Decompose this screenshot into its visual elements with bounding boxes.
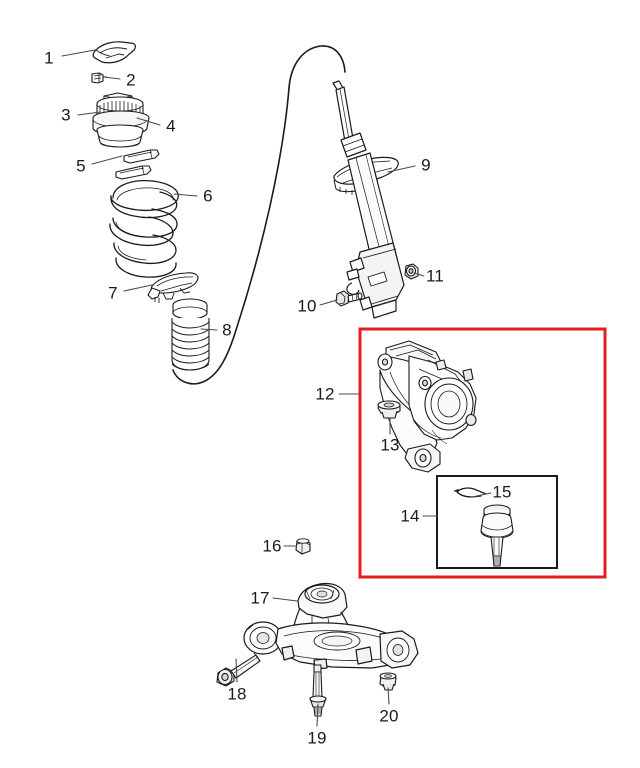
leader-line-3 — [77, 111, 101, 116]
callout-4-upper-strut-mount: 4 — [166, 116, 176, 136]
part-lower-ball-joint — [480, 504, 514, 567]
part-strut-shock-absorber — [332, 80, 405, 319]
callout-7-lower-spring-seat: 7 — [108, 283, 118, 303]
callout-15-ball-joint-retaining-clip: 15 — [492, 482, 512, 502]
callout-8-jounce-bumper-boot: 8 — [222, 320, 232, 340]
leader-line-4 — [136, 117, 161, 126]
leader-line-6 — [173, 193, 198, 197]
callout-leader-lines — [61, 49, 492, 727]
callout-20-control-arm-rear-nut: 20 — [379, 706, 399, 726]
leader-line-10 — [319, 299, 338, 306]
ball-joint-detail-box — [436, 475, 558, 569]
part-spring-isolator-pads — [115, 149, 160, 180]
leader-line-11 — [413, 272, 425, 277]
callout-9-strut-shock-absorber: 9 — [421, 155, 431, 175]
part-control-arm-nut — [295, 538, 311, 555]
part-control-arm-front-bolt — [216, 652, 261, 687]
steering-knuckle-highlight-box — [358, 327, 607, 579]
part-strut-mount-cover — [92, 41, 136, 64]
leader-line-1 — [61, 49, 96, 57]
callout-16-control-arm-nut: 16 — [262, 536, 282, 556]
leader-line-19 — [316, 703, 319, 727]
part-front-coil-spring — [109, 180, 179, 278]
part-strut-pinch-bolt — [335, 290, 363, 307]
part-lower-control-arm — [243, 582, 419, 670]
callout-11-strut-pinch-nut: 11 — [425, 266, 445, 286]
part-ball-joint-retaining-clip — [454, 487, 487, 498]
part-control-arm-rear-nut — [379, 672, 397, 691]
leader-line-17 — [272, 597, 298, 602]
leader-line-20 — [387, 687, 390, 705]
part-steering-knuckle — [377, 340, 477, 473]
callout-14-lower-ball-joint: 14 — [400, 506, 420, 526]
callout-2-strut-rod-nut: 2 — [126, 70, 136, 90]
callout-5-spring-isolator-pads: 5 — [76, 156, 86, 176]
leader-line-8 — [200, 328, 218, 331]
leader-line-2 — [103, 76, 121, 80]
leader-line-15 — [471, 492, 492, 498]
callout-17-lower-control-arm: 17 — [250, 588, 270, 608]
leader-line-5 — [91, 155, 123, 165]
leader-line-9 — [387, 165, 416, 173]
callout-1-strut-mount-cover: 1 — [44, 48, 54, 68]
part-upper-strut-mount-assembly — [92, 92, 150, 148]
part-ball-joint-nut — [377, 400, 401, 419]
callout-6-front-coil-spring: 6 — [203, 186, 213, 206]
callout-12-steering-knuckle: 12 — [315, 384, 335, 404]
callout-13-ball-joint-nut: 13 — [380, 435, 400, 455]
strut-assembly-bracket-line — [172, 45, 346, 385]
part-lower-spring-seat — [147, 272, 199, 303]
leader-line-7 — [123, 284, 153, 292]
callout-18-control-arm-front-bolt: 18 — [227, 684, 247, 704]
callout-3-strut-mount-bearing: 3 — [61, 105, 71, 125]
leader-line-18 — [235, 658, 238, 683]
callout-19-control-arm-rear-bolt: 19 — [307, 728, 327, 748]
part-strut-rod-nut — [91, 72, 107, 84]
part-jounce-bumper-boot — [171, 298, 210, 371]
part-strut-pinch-nut — [404, 263, 419, 280]
callout-10-strut-pinch-bolt: 10 — [297, 296, 317, 316]
